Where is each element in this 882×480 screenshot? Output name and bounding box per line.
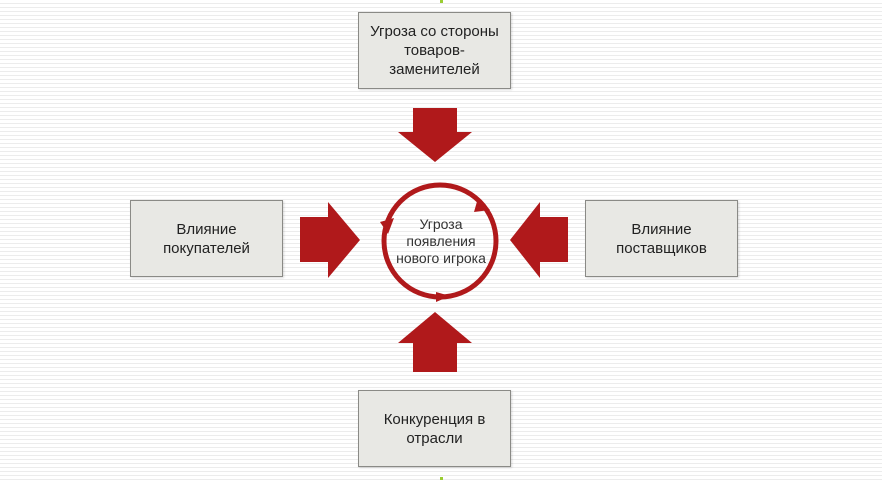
node-buyer-power-label: Влияние покупателей xyxy=(163,220,250,257)
center-node-label: Угроза появления нового игрока xyxy=(396,215,486,266)
arrow-down-from-top xyxy=(398,108,472,162)
node-industry-rivalry: Конкуренция в отрасли xyxy=(358,390,511,467)
node-industry-rivalry-label: Конкуренция в отрасли xyxy=(383,410,486,447)
node-substitutes-threat: Угроза со стороны товаров-заменителей xyxy=(358,12,511,89)
top-edge-marker xyxy=(440,0,443,3)
arrow-left-from-right xyxy=(510,202,568,278)
node-supplier-power: Влияние поставщиков xyxy=(585,200,738,277)
cycle-arrowhead-bottom xyxy=(436,292,450,302)
center-node-label-wrap: Угроза появления нового игрока xyxy=(392,198,490,284)
node-supplier-power-label: Влияние поставщиков xyxy=(616,220,707,257)
arrow-right-from-left xyxy=(300,202,360,278)
cycle-arrowhead-left xyxy=(380,218,394,234)
node-substitutes-threat-label: Угроза со стороны товаров-заменителей xyxy=(370,23,499,78)
arrow-up-from-bottom xyxy=(398,312,472,372)
cycle-arrowhead-top-right xyxy=(474,198,490,212)
center-cycle-ring xyxy=(380,182,499,302)
bottom-edge-marker xyxy=(440,477,443,480)
node-buyer-power: Влияние покупателей xyxy=(130,200,283,277)
